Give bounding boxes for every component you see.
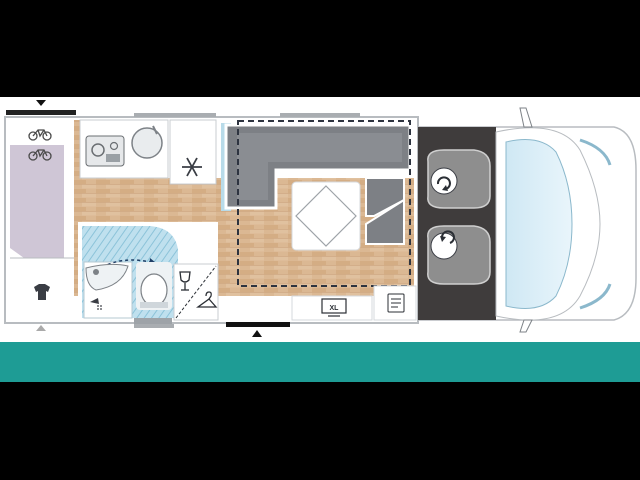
swivel-arrow-icon <box>436 176 451 190</box>
entrance-door[interactable] <box>226 322 290 327</box>
side-mirror <box>519 319 533 333</box>
swivel-seat <box>427 225 491 285</box>
fridge <box>169 119 217 185</box>
bicycle-icon <box>28 149 52 161</box>
tv-icon: XL <box>321 298 347 317</box>
drop-down-bed-outline <box>237 120 411 287</box>
rear-bed-storage <box>10 145 64 258</box>
washbasin <box>85 263 129 291</box>
entrance-marker-icon <box>252 330 262 337</box>
toilet-icon <box>136 262 172 310</box>
windshield <box>505 139 573 309</box>
roof-window <box>134 113 216 117</box>
rear-door-marker-icon <box>36 100 46 106</box>
control-panel-icon <box>387 293 405 313</box>
wine-glass-icon <box>179 271 191 291</box>
brand-stripe <box>0 342 640 382</box>
stove-icon <box>85 135 125 167</box>
tv-label: XL <box>330 305 340 312</box>
sink-icon <box>131 125 163 159</box>
hanger-icon <box>196 291 218 308</box>
bathroom-wall <box>134 318 172 324</box>
bench-seat <box>365 198 405 245</box>
control-panel-cabinet <box>373 285 417 321</box>
shower-icon <box>90 298 102 310</box>
rear-window-marker-icon <box>36 325 46 331</box>
bench-seat <box>365 177 405 217</box>
snowflake-icon <box>182 157 202 177</box>
bicycle-icon <box>28 129 52 141</box>
dinette-table <box>291 181 361 251</box>
side-mirror <box>519 107 533 128</box>
swivel-seat <box>427 149 491 209</box>
tshirt-icon <box>34 284 50 300</box>
roof-window <box>280 113 360 117</box>
swivel-arrow-icon <box>440 230 455 244</box>
rear-door[interactable] <box>6 110 76 115</box>
